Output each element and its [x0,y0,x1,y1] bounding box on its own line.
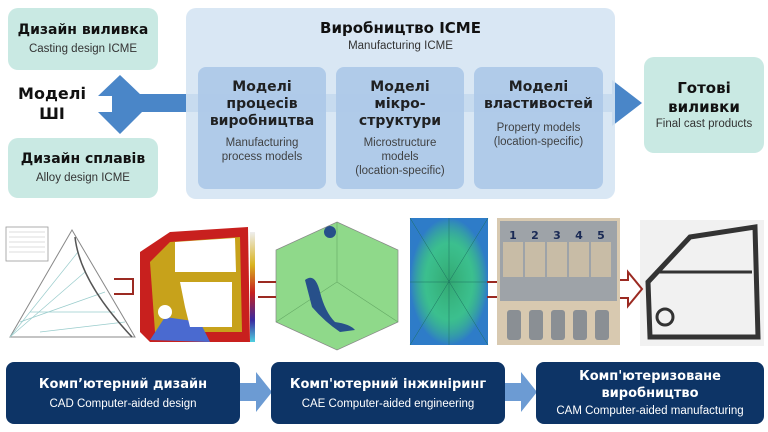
final-title-line: виливки [668,98,740,116]
model-title-line: виробництва [209,113,315,129]
model-subtitle-line: Manufacturing [225,137,299,149]
alloy-design-box: Дизайн сплавів Alloy design ICME [8,138,158,198]
ai-models-line1: Моделі [18,84,86,103]
ai-models-label: Моделі ШІ [12,84,92,124]
stage-subtitle: CAE Computer-aided engineering [301,397,475,410]
phase-diagram-image [5,226,136,338]
process-arrows [114,269,644,309]
cae-stage-box: Комп'ютерний інжиніринг CAE Computer-aid… [271,362,505,424]
model-subtitle-line: (location-specific) [355,165,445,177]
model-subtitle-line: Property models [496,122,581,134]
manufacturing-subtitle: Manufacturing ICME [348,40,453,52]
property-mesh-image [409,217,489,346]
model-title-line: структури [358,113,442,129]
door-simulation-image [140,227,255,342]
specimen-label: 4 [575,229,583,242]
casting-design-box: Дизайн виливка Casting design ICME [8,8,158,70]
cam-stage-box: Комп'ютеризоване виробництво CAM Compute… [536,362,764,424]
specimen-label: 5 [597,229,605,242]
manufacturing-header: Виробництво ICME Manufacturing ICME [186,20,615,53]
cast-door-photo [640,220,764,346]
hollow-arrow-icon [114,278,134,295]
model-title-line: властивостей [484,96,593,112]
specimen-label: 2 [531,229,539,242]
model-subtitle-line: Microstructure [363,137,437,149]
model-subtitle-line: process models [221,151,303,163]
test-specimens-photo: 1 2 3 4 5 [497,218,620,345]
casting-design-subtitle: Casting design ICME [28,43,138,55]
hollow-arrow-icon [487,281,497,298]
final-products-box: Готові виливки Final cast products [644,57,764,153]
arrow-right-icon [240,372,272,412]
arrow-right-icon [505,372,537,412]
model-title-line: Моделі [508,79,569,95]
model-subtitle-line: (location-specific) [493,136,584,148]
model-title-line: процесів [226,96,298,112]
ai-models-line2: ШІ [39,104,65,123]
process-models-box: Моделі процесів виробництва Manufacturin… [198,67,326,189]
cad-stage-box: Комп’ютерний дизайн CAD Computer-aided d… [6,362,240,424]
alloy-design-subtitle: Alloy design ICME [36,172,130,184]
specimen-label: 1 [509,229,517,242]
final-subtitle: Final cast products [655,118,753,130]
stage-title: Комп'ютерний інжиніринг [289,376,487,392]
model-title-line: Моделі [370,79,430,95]
final-title-line: Готові [677,79,731,97]
casting-design-title: Дизайн виливка [17,22,149,38]
hollow-arrow-icon [258,281,276,298]
stage-title: Комп’ютерний дизайн [38,376,208,392]
stage-subtitle: CAD Computer-aided design [49,397,197,410]
alloy-design-title: Дизайн сплавів [20,151,146,167]
microstructure-models-box: Моделі мікро- структури Microstructure m… [336,67,464,189]
model-subtitle-line: models [381,151,419,163]
stage-title: виробництво [601,386,699,401]
hollow-arrow-icon [620,269,644,309]
stage-arrows [240,372,537,412]
double-arrow-icon [98,75,142,134]
model-title-line: мікро- [374,96,426,112]
stage-subtitle: CAM Computer-aided manufacturing [556,405,744,417]
property-models-box: Моделі властивостей Property models (loc… [474,67,603,189]
microstructure-cube-image [275,221,399,351]
images-row: 1 2 3 4 5 [5,217,764,351]
model-title-line: Моделі [232,79,292,95]
stage-title: Комп'ютеризоване [579,369,721,384]
specimen-label: 3 [553,229,561,242]
manufacturing-title: Виробництво ICME [320,19,481,37]
